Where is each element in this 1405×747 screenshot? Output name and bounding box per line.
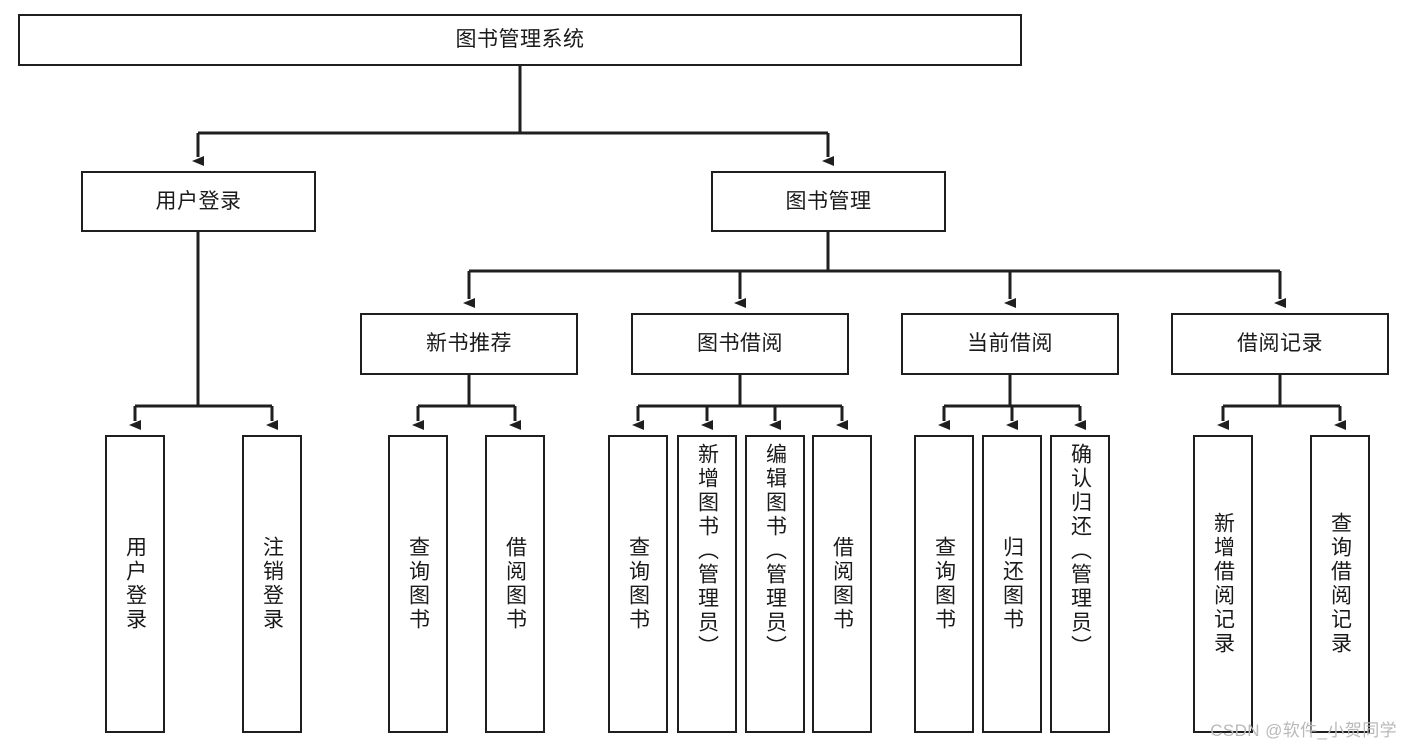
node-label: 图书管理 xyxy=(785,189,872,213)
node-root-book-management-system[interactable]: 图书管理系统 xyxy=(18,14,1022,66)
node-user-login[interactable]: 用户登录 xyxy=(81,171,316,232)
node-leaf-query-book-1[interactable]: 查询图书 xyxy=(388,435,448,733)
node-leaf-add-record[interactable]: 新增借阅记录 xyxy=(1193,435,1253,733)
node-leaf-confirm-return[interactable]: 确认归还（管理员） xyxy=(1050,435,1110,733)
node-label: 用户登录 xyxy=(123,536,147,632)
node-label: 确认归还（管理员） xyxy=(1068,443,1092,659)
node-leaf-return-book[interactable]: 归还图书 xyxy=(982,435,1042,733)
node-label: 新书推荐 xyxy=(426,332,512,356)
node-leaf-query-book-3[interactable]: 查询图书 xyxy=(914,435,974,733)
node-label: 查询借阅记录 xyxy=(1328,512,1352,656)
node-label: 借阅图书 xyxy=(830,536,854,632)
node-leaf-query-book-2[interactable]: 查询图书 xyxy=(608,435,668,733)
node-leaf-add-book[interactable]: 新增图书（管理员） xyxy=(677,435,737,733)
node-leaf-logout-login[interactable]: 注销登录 xyxy=(242,435,302,733)
node-current-borrow[interactable]: 当前借阅 xyxy=(901,313,1119,375)
node-label: 图书借阅 xyxy=(697,332,783,356)
node-leaf-query-record[interactable]: 查询借阅记录 xyxy=(1310,435,1370,733)
node-label: 注销登录 xyxy=(260,536,284,632)
node-label: 当前借阅 xyxy=(967,332,1053,356)
node-label: 用户登录 xyxy=(155,189,242,213)
node-label: 查询图书 xyxy=(406,536,430,632)
node-new-book-recommend[interactable]: 新书推荐 xyxy=(360,313,578,375)
node-leaf-edit-book[interactable]: 编辑图书（管理员） xyxy=(745,435,805,733)
node-borrow-record[interactable]: 借阅记录 xyxy=(1171,313,1389,375)
node-leaf-user-login[interactable]: 用户登录 xyxy=(105,435,165,733)
node-label: 借阅记录 xyxy=(1237,332,1323,356)
node-label: 图书管理系统 xyxy=(455,28,585,52)
node-book-borrow[interactable]: 图书借阅 xyxy=(631,313,849,375)
node-leaf-borrow-book-2[interactable]: 借阅图书 xyxy=(812,435,872,733)
node-leaf-borrow-book-1[interactable]: 借阅图书 xyxy=(485,435,545,733)
node-label: 归还图书 xyxy=(1000,536,1024,632)
node-label: 新增图书（管理员） xyxy=(695,443,719,659)
node-label: 新增借阅记录 xyxy=(1211,512,1235,656)
node-book-management[interactable]: 图书管理 xyxy=(711,171,946,232)
node-label: 查询图书 xyxy=(626,536,650,632)
node-label: 查询图书 xyxy=(932,536,956,632)
node-label: 借阅图书 xyxy=(503,536,527,632)
node-label: 编辑图书（管理员） xyxy=(763,443,787,659)
